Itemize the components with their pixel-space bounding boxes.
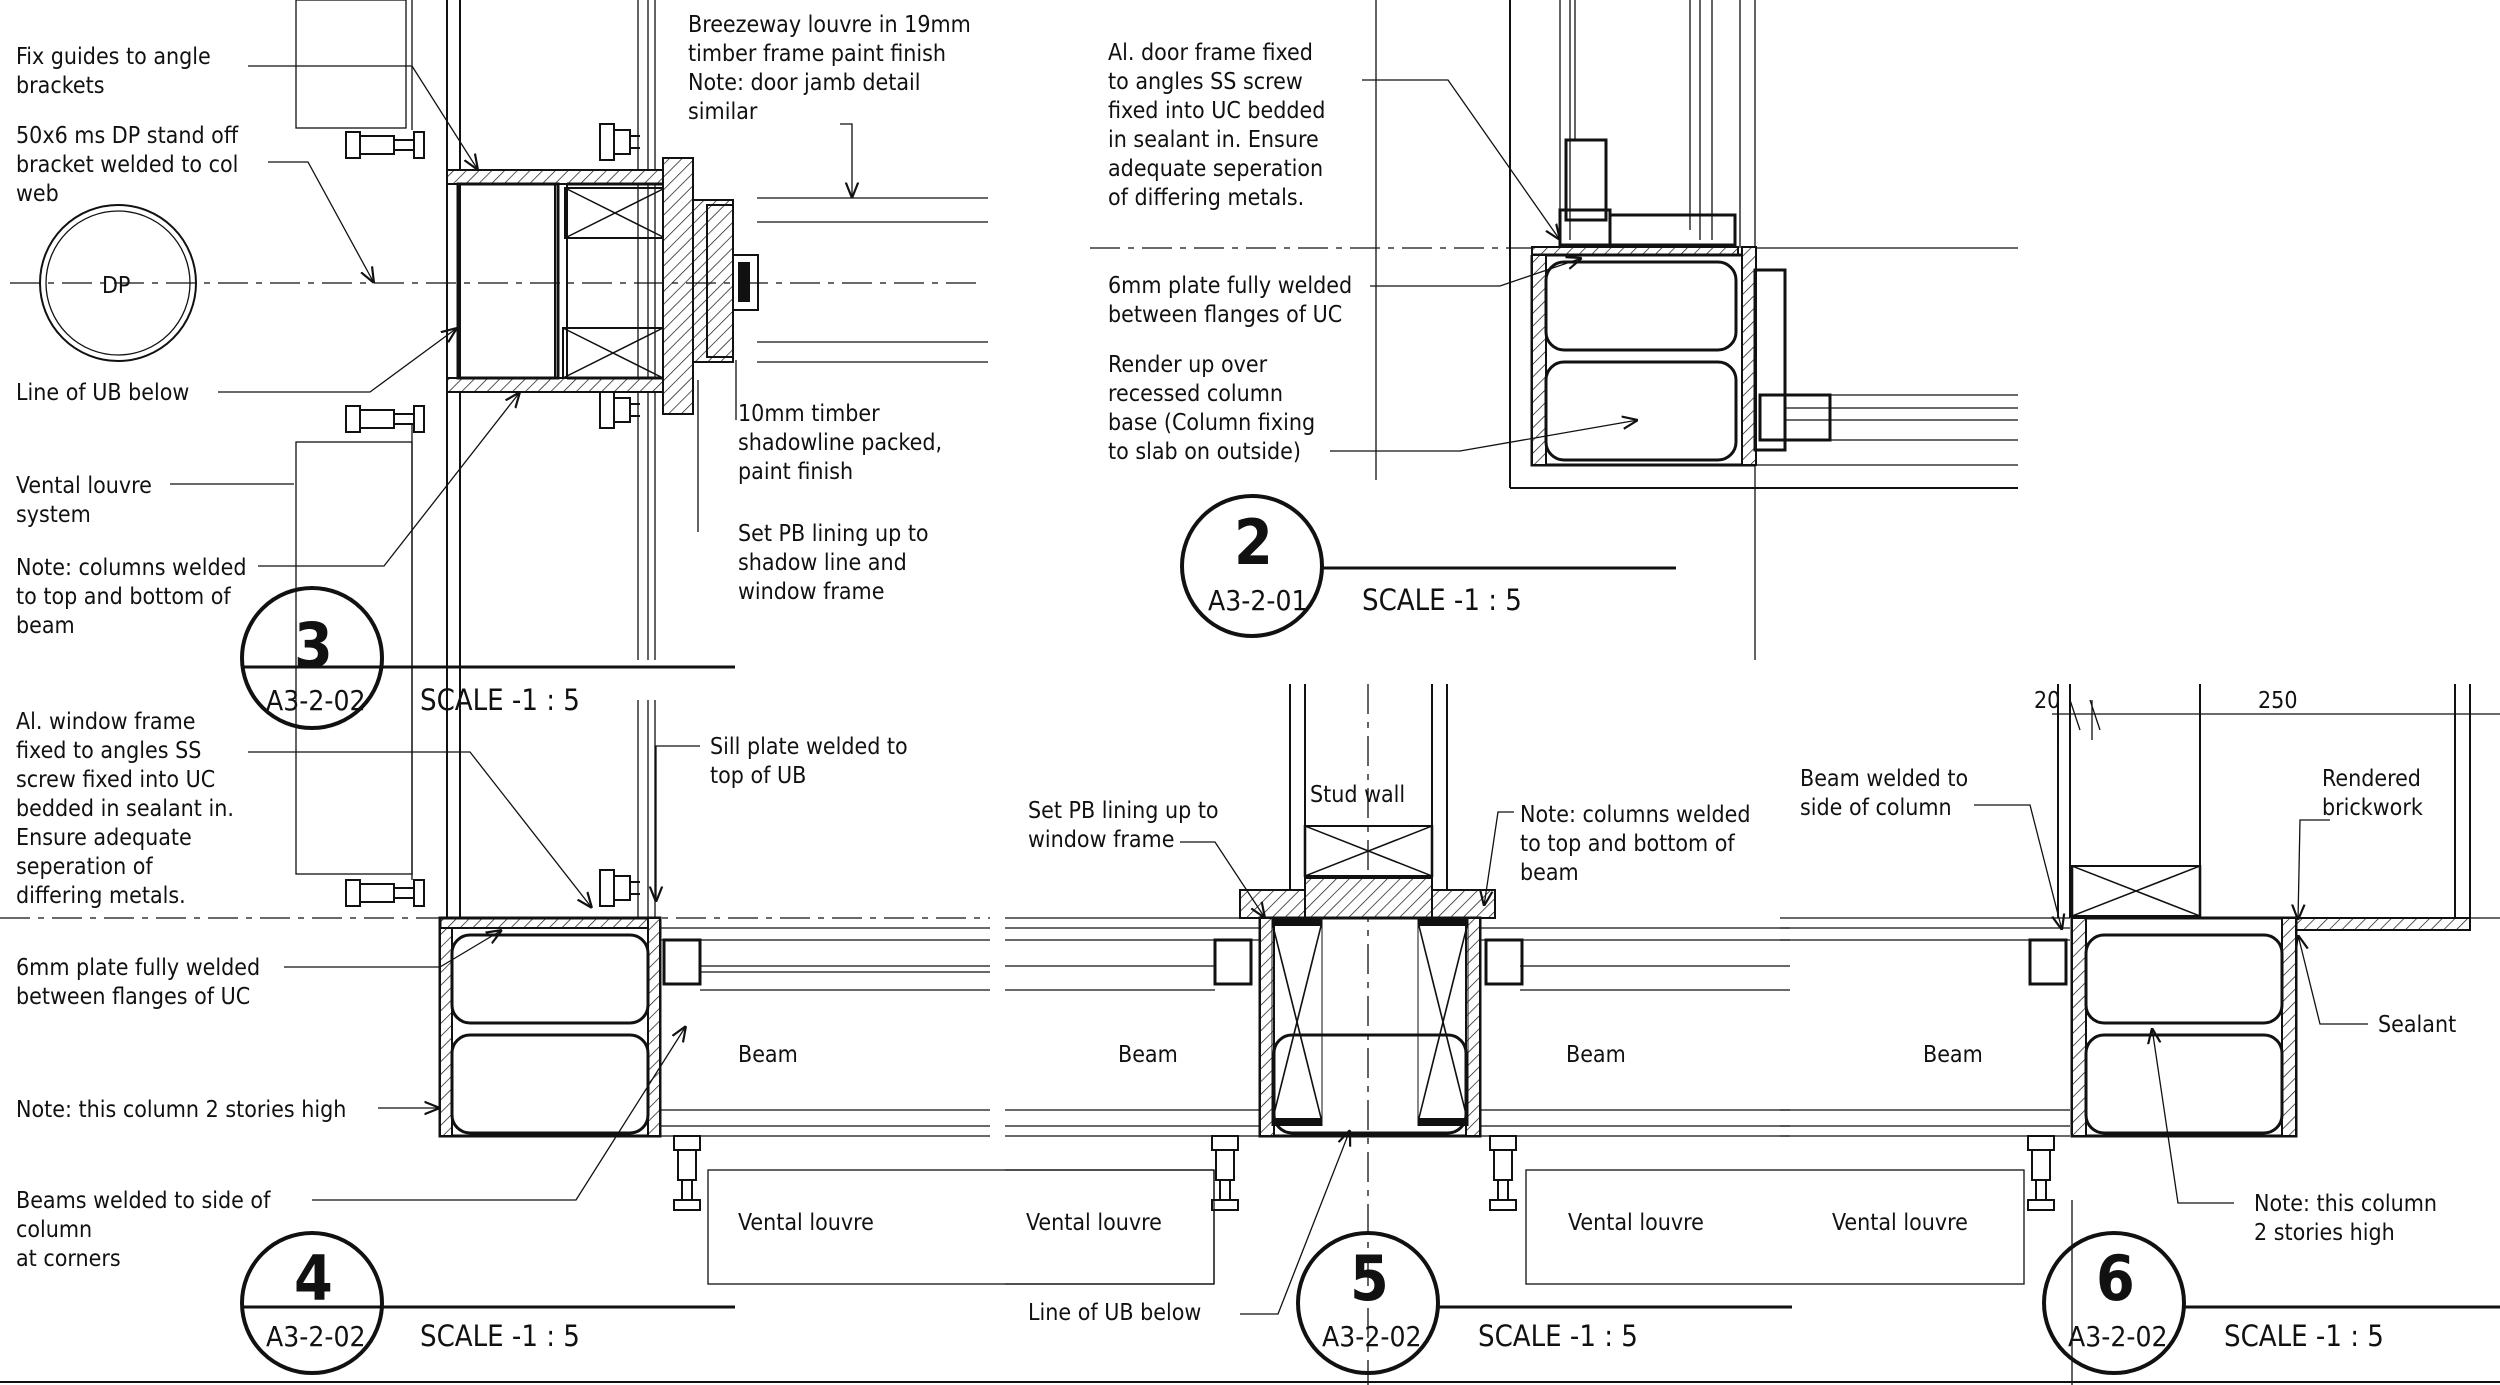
note-plate-welded-4-2: between flanges of UC (16, 984, 250, 1010)
detail-5-number: 5 (1350, 1242, 1389, 1315)
note-fix-guides-2: brackets (16, 73, 105, 99)
note-plate-welded-2-2: between flanges of UC (1108, 302, 1342, 328)
note-sill-plate-2: top of UB (710, 763, 806, 789)
dp-label: DP (102, 273, 130, 299)
detail-2-drawing: 2 A3-2-01 SCALE -1 : 5 Al. door frame fi… (1090, 0, 2018, 660)
label-vental-louvre-5a: Vental louvre (1026, 1210, 1162, 1236)
note-columns-welded-5-3: beam (1520, 860, 1579, 886)
detail-5-scale: SCALE -1 : 5 (1478, 1319, 1638, 1353)
detail-6-number: 6 (2096, 1242, 2135, 1315)
note-line-ub-below-5: Line of UB below (1028, 1300, 1201, 1326)
note-window-frame-4-1: Al. window frame (16, 709, 195, 735)
detail-3-drawing: DP 3 A3-2-02 SCALE -1 : 5 Fix guides to … (10, 0, 988, 920)
note-standoff-2: bracket welded to col (16, 152, 238, 178)
note-beams-welded-2: column (16, 1217, 92, 1243)
note-sealant: Sealant (2378, 1012, 2456, 1038)
note-breezeway-2: timber frame paint finish (688, 41, 946, 67)
detail-4-number: 4 (294, 1242, 333, 1315)
detail-6-drawing: 20 250 6 A3-2-02 SCALE -1 : 5 Beam welde… (1780, 684, 2500, 1385)
note-vental-system-2: system (16, 502, 91, 528)
detail-2-ref: A3-2-01 (1208, 584, 1308, 617)
note-door-frame-3: fixed into UC bedded (1108, 98, 1325, 124)
note-plate-welded-2-1: 6mm plate fully welded (1108, 273, 1352, 299)
label-vental-louvre-4: Vental louvre (738, 1210, 874, 1236)
note-render-up-3: base (Column fixing (1108, 410, 1315, 436)
note-rendered-brickwork-2: brickwork (2322, 795, 2423, 821)
note-render-up-2: recessed column (1108, 381, 1283, 407)
note-timber-shadowline-1: 10mm timber (738, 401, 880, 427)
note-sill-plate-1: Sill plate welded to (710, 734, 908, 760)
note-beam-welded-side-1: Beam welded to (1800, 766, 1968, 792)
detail-3-scale: SCALE -1 : 5 (420, 683, 580, 717)
note-beams-welded-3: at corners (16, 1246, 121, 1272)
note-columns-welded-5-2: to top and bottom of (1520, 831, 1735, 857)
note-render-up-1: Render up over (1108, 352, 1268, 378)
detail-5-drawing: 5 A3-2-02 SCALE -1 : 5 Stud wall Set PB … (1005, 684, 2025, 1385)
note-columns-welded-3-3: beam (16, 613, 75, 639)
note-column-2-stories-6-1: Note: this column (2254, 1191, 2437, 1217)
note-door-frame-2: to angles SS screw (1108, 69, 1303, 95)
label-beam-5a: Beam (1118, 1042, 1178, 1068)
note-pb-lining-3-3: window frame (738, 579, 884, 605)
label-stud-wall: Stud wall (1310, 782, 1405, 808)
note-rendered-brickwork-1: Rendered (2322, 766, 2421, 792)
detail-2-scale: SCALE -1 : 5 (1362, 583, 1522, 617)
detail-6-ref: A3-2-02 (2068, 1320, 2168, 1353)
note-standoff-3: web (16, 181, 59, 207)
detail-4-ref: A3-2-02 (266, 1320, 366, 1353)
note-beams-welded-1: Beams welded to side of (16, 1188, 271, 1214)
note-fix-guides-1: Fix guides to angle (16, 44, 211, 70)
detail-6-scale: SCALE -1 : 5 (2224, 1319, 2384, 1353)
note-timber-shadowline-3: paint finish (738, 459, 853, 485)
note-breezeway-1: Breezeway louvre in 19mm (688, 12, 971, 38)
label-vental-louvre-5b: Vental louvre (1568, 1210, 1704, 1236)
note-door-frame-1: Al. door frame fixed (1108, 40, 1313, 66)
note-timber-shadowline-2: shadowline packed, (738, 430, 942, 456)
note-breezeway-3: Note: door jamb detail (688, 70, 921, 96)
label-beam-5b: Beam (1566, 1042, 1626, 1068)
note-line-ub-below: Line of UB below (16, 380, 189, 406)
note-window-frame-4-4: bedded in sealant in. (16, 796, 234, 822)
detail-2-number: 2 (1234, 506, 1273, 579)
label-beam-6: Beam (1923, 1042, 1983, 1068)
note-pb-lining-5-1: Set PB lining up to (1028, 798, 1219, 824)
note-pb-lining-5-2: window frame (1028, 827, 1174, 853)
note-beam-welded-side-2: side of column (1800, 795, 1952, 821)
note-window-frame-4-5: Ensure adequate (16, 825, 192, 851)
detail-3-ref: A3-2-02 (266, 684, 366, 717)
dp-circle (39, 204, 197, 362)
detail-3-number: 3 (294, 609, 333, 682)
detail-4-drawing: 4 A3-2-02 SCALE -1 : 5 Al. window frame … (0, 709, 1215, 1375)
detail-5-ref: A3-2-02 (1322, 1320, 1422, 1353)
dim-20: 20 (2034, 688, 2060, 714)
note-columns-welded-3-2: to top and bottom of (16, 584, 231, 610)
note-columns-welded-3-1: Note: columns welded (16, 555, 246, 581)
note-column-2-stories: Note: this column 2 stories high (16, 1097, 346, 1123)
dim-250: 250 (2258, 688, 2298, 714)
label-vental-louvre-6: Vental louvre (1832, 1210, 1968, 1236)
detail-4-scale: SCALE -1 : 5 (420, 1319, 580, 1353)
note-door-frame-5: adequate seperation (1108, 156, 1323, 182)
note-column-2-stories-6-2: 2 stories high (2254, 1220, 2395, 1246)
note-render-up-4: to slab on outside) (1108, 439, 1301, 465)
note-door-frame-6: of differing metals. (1108, 185, 1304, 211)
note-vental-system-1: Vental louvre (16, 473, 152, 499)
note-columns-welded-5-1: Note: columns welded (1520, 802, 1750, 828)
label-beam-4: Beam (738, 1042, 798, 1068)
note-window-frame-4-3: screw fixed into UC (16, 767, 215, 793)
note-window-frame-4-2: fixed to angles SS (16, 738, 201, 764)
note-breezeway-4: similar (688, 99, 758, 125)
note-pb-lining-3-1: Set PB lining up to (738, 521, 929, 547)
note-pb-lining-3-2: shadow line and (738, 550, 907, 576)
note-door-frame-4: in sealant in. Ensure (1108, 127, 1319, 153)
note-standoff-1: 50x6 ms DP stand off (16, 123, 239, 149)
note-plate-welded-4-1: 6mm plate fully welded (16, 955, 260, 981)
note-window-frame-4-6: seperation of (16, 854, 153, 880)
note-window-frame-4-7: differing metals. (16, 883, 186, 909)
